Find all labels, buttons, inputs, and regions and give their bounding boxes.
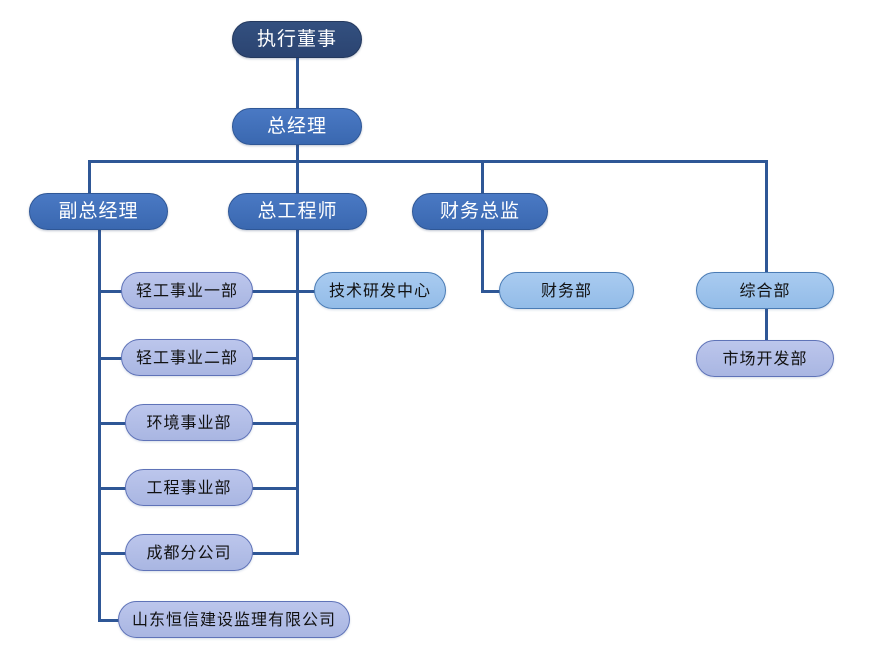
connector-ce-to-light1	[246, 290, 298, 293]
node-executive-director[interactable]: 执行董事	[232, 21, 362, 58]
connector-ce-to-eng	[246, 487, 298, 490]
node-finance-director[interactable]: 财务总监	[412, 193, 548, 230]
node-label: 市场开发部	[722, 348, 808, 368]
node-shandong-hengxin-supervision[interactable]: 山东恒信建设监理有限公司	[118, 601, 350, 638]
node-deputy-general-manager[interactable]: 副总经理	[29, 193, 168, 230]
node-engineering-division[interactable]: 工程事业部	[125, 469, 253, 506]
node-rnd-center[interactable]: 技术研发中心	[314, 272, 446, 309]
node-label: 山东恒信建设监理有限公司	[131, 609, 336, 629]
node-label: 执行董事	[256, 28, 337, 50]
connector-bus-to-ce	[296, 160, 299, 195]
node-label: 综合部	[739, 280, 791, 300]
node-light-industry-division-1[interactable]: 轻工事业一部	[121, 272, 253, 309]
connector-level3-bus	[88, 160, 768, 163]
connector-vgm-to-chengdu	[98, 552, 129, 555]
connector-vgm-to-hengxin	[98, 619, 120, 622]
node-general-manager[interactable]: 总经理	[232, 108, 362, 145]
connector-ce-to-chengdu	[246, 552, 298, 555]
node-label: 技术研发中心	[328, 280, 431, 300]
node-environment-division[interactable]: 环境事业部	[125, 404, 253, 441]
connector-ce-to-light2	[246, 357, 298, 360]
connector-bus-to-vgm	[88, 160, 91, 195]
node-market-development-department[interactable]: 市场开发部	[696, 340, 834, 377]
connector-ce-spine	[296, 230, 299, 555]
node-chief-engineer[interactable]: 总工程师	[228, 193, 367, 230]
node-label: 轻工事业一部	[135, 280, 238, 300]
connector-ce-to-env	[246, 422, 298, 425]
connector-vgm-to-eng	[98, 487, 129, 490]
node-label: 总经理	[266, 115, 327, 137]
connector-gm-drop	[296, 144, 299, 162]
node-label: 财务总监	[439, 200, 520, 222]
node-finance-department[interactable]: 财务部	[499, 272, 634, 309]
connector-exec-to-gm	[296, 57, 299, 112]
connector-cfo-to-finance	[481, 290, 508, 293]
connector-ce-to-rnd	[296, 290, 320, 293]
node-chengdu-branch[interactable]: 成都分公司	[125, 534, 253, 571]
connector-bus-to-right-spine	[765, 160, 768, 361]
connector-vgm-to-light2	[98, 357, 129, 360]
connector-cfo-drop	[481, 230, 484, 293]
node-label: 总工程师	[257, 200, 338, 222]
node-label: 成都分公司	[146, 542, 232, 562]
connector-vgm-to-light1	[98, 290, 129, 293]
node-label: 轻工事业二部	[135, 347, 238, 367]
node-label: 财务部	[540, 280, 592, 300]
node-label: 工程事业部	[146, 477, 232, 497]
node-general-affairs-department[interactable]: 综合部	[696, 272, 834, 309]
node-label: 环境事业部	[146, 412, 232, 432]
connector-vgm-to-env	[98, 422, 129, 425]
node-light-industry-division-2[interactable]: 轻工事业二部	[121, 339, 253, 376]
node-label: 副总经理	[58, 200, 139, 222]
connector-bus-to-cfo	[481, 160, 484, 195]
